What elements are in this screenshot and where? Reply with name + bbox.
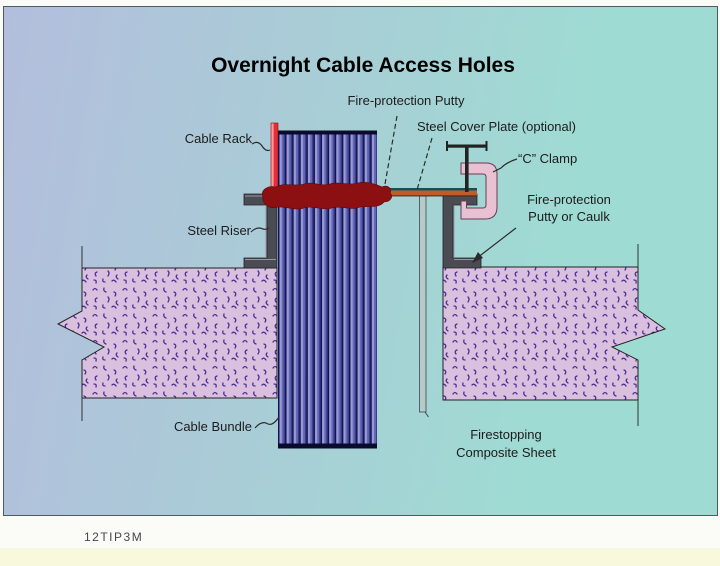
- firestopping-composite-sheet: [419, 195, 427, 413]
- clamp-bolt: [446, 141, 488, 192]
- label-steel-cover-plate: Steel Cover Plate (optional): [417, 119, 576, 134]
- bottom-strip: [0, 548, 720, 566]
- c-clamp-leader: [492, 158, 518, 173]
- steel-cover-plate: [383, 188, 477, 197]
- label-fire-protection-putty-or-caulk: Fire-protection Putty or Caulk: [527, 192, 611, 224]
- steel-riser-leader: [250, 227, 270, 233]
- cable-bottom-caps: [278, 443, 377, 449]
- label-fire-protection-putty: Fire-protection Putty: [347, 93, 465, 108]
- putty-caulk-leader: [476, 227, 517, 259]
- plate-bottom-edge: [383, 195, 477, 197]
- leader-lines: [250, 115, 518, 429]
- cable-bundle-graphic: [278, 130, 377, 449]
- label-cable-bundle: Cable Bundle: [173, 419, 252, 434]
- floor-slabs: [56, 266, 667, 401]
- cable-bundle-leader: [254, 416, 280, 429]
- putty-leader: [384, 115, 398, 185]
- figure-caption: 12TIP3M: [84, 530, 144, 544]
- plate-body: [383, 190, 477, 196]
- fire-putty-blob: [262, 182, 392, 210]
- label-cable-rack: Cable Rack: [184, 131, 252, 146]
- cable-rack-strip: [270, 122, 279, 190]
- label-firestopping-composite-sheet: Firestopping Composite Sheet: [456, 427, 556, 460]
- label-steel-riser: Steel Riser: [187, 223, 251, 238]
- plate-top-edge: [383, 188, 477, 191]
- figure-title: Overnight Cable Access Holes: [211, 54, 515, 77]
- right-floor-slab: [442, 266, 667, 401]
- left-steel-riser: [243, 193, 278, 269]
- putty-caulk-arrowhead: [472, 252, 483, 263]
- cable-rack-leader: [251, 141, 271, 152]
- label-c-clamp: “C” Clamp: [518, 151, 578, 166]
- left-floor-slab: [56, 267, 278, 399]
- sheet-lower-tick: [424, 411, 429, 418]
- cover-plate-leader: [416, 137, 433, 191]
- cable-top-caps: [278, 130, 377, 135]
- slab-extension-lines: [81, 244, 639, 426]
